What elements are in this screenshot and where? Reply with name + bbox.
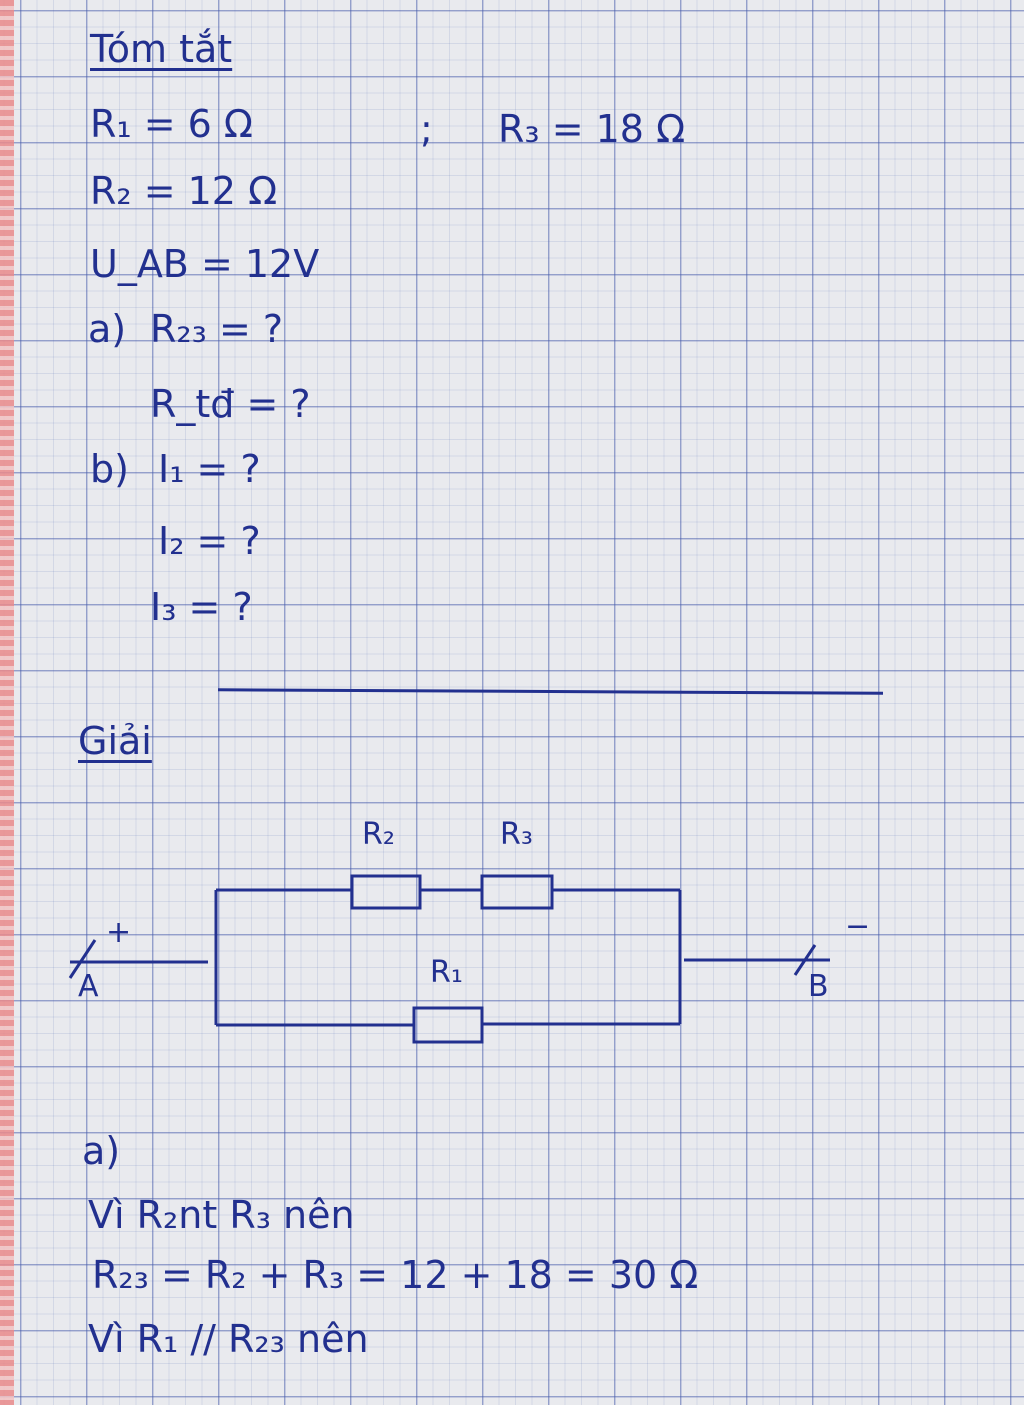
summary-heading: Tóm tắt <box>90 27 233 71</box>
question-a-label: a) <box>88 307 127 351</box>
question-rtd: R_tđ = ? <box>150 382 311 426</box>
question-i2: I₂ = ? <box>158 519 261 563</box>
solution-line-series: Vì R₂nt R₃ nên <box>88 1193 355 1237</box>
sign-plus: + <box>106 915 132 950</box>
solution-line-parallel: Vì R₁ // R₂₃ nên <box>88 1317 369 1361</box>
label-r3: R₃ <box>500 817 533 852</box>
sign-minus: − <box>845 909 871 944</box>
resistor-r2 <box>350 874 422 910</box>
question-r23: R₂₃ = ? <box>150 307 284 351</box>
given-uab: U_AB = 12V <box>90 242 320 286</box>
question-b-label: b) <box>90 447 129 491</box>
solution-a-label: a) <box>82 1129 121 1173</box>
terminal-b-mark <box>793 944 817 976</box>
label-r2: R₂ <box>362 817 395 852</box>
resistor-r3 <box>480 874 554 910</box>
given-r3: R₃ = 18 Ω <box>498 107 686 151</box>
given-r2: R₂ = 12 Ω <box>90 169 278 213</box>
given-separator: ; <box>420 107 433 151</box>
label-r1: R₁ <box>430 955 463 990</box>
resistor-r1 <box>412 1006 484 1044</box>
terminal-a-mark <box>68 939 97 979</box>
terminal-b: B <box>808 969 829 1004</box>
question-i1: I₁ = ? <box>158 447 261 491</box>
given-r1: R₁ = 6 Ω <box>90 102 253 146</box>
solution-line-r23: R₂₃ = R₂ + R₃ = 12 + 18 = 30 Ω <box>92 1253 699 1297</box>
terminal-a: A <box>78 969 99 1004</box>
notebook-margin <box>0 0 14 1405</box>
solution-heading: Giải <box>78 719 152 763</box>
question-i3: I₃ = ? <box>150 585 253 629</box>
